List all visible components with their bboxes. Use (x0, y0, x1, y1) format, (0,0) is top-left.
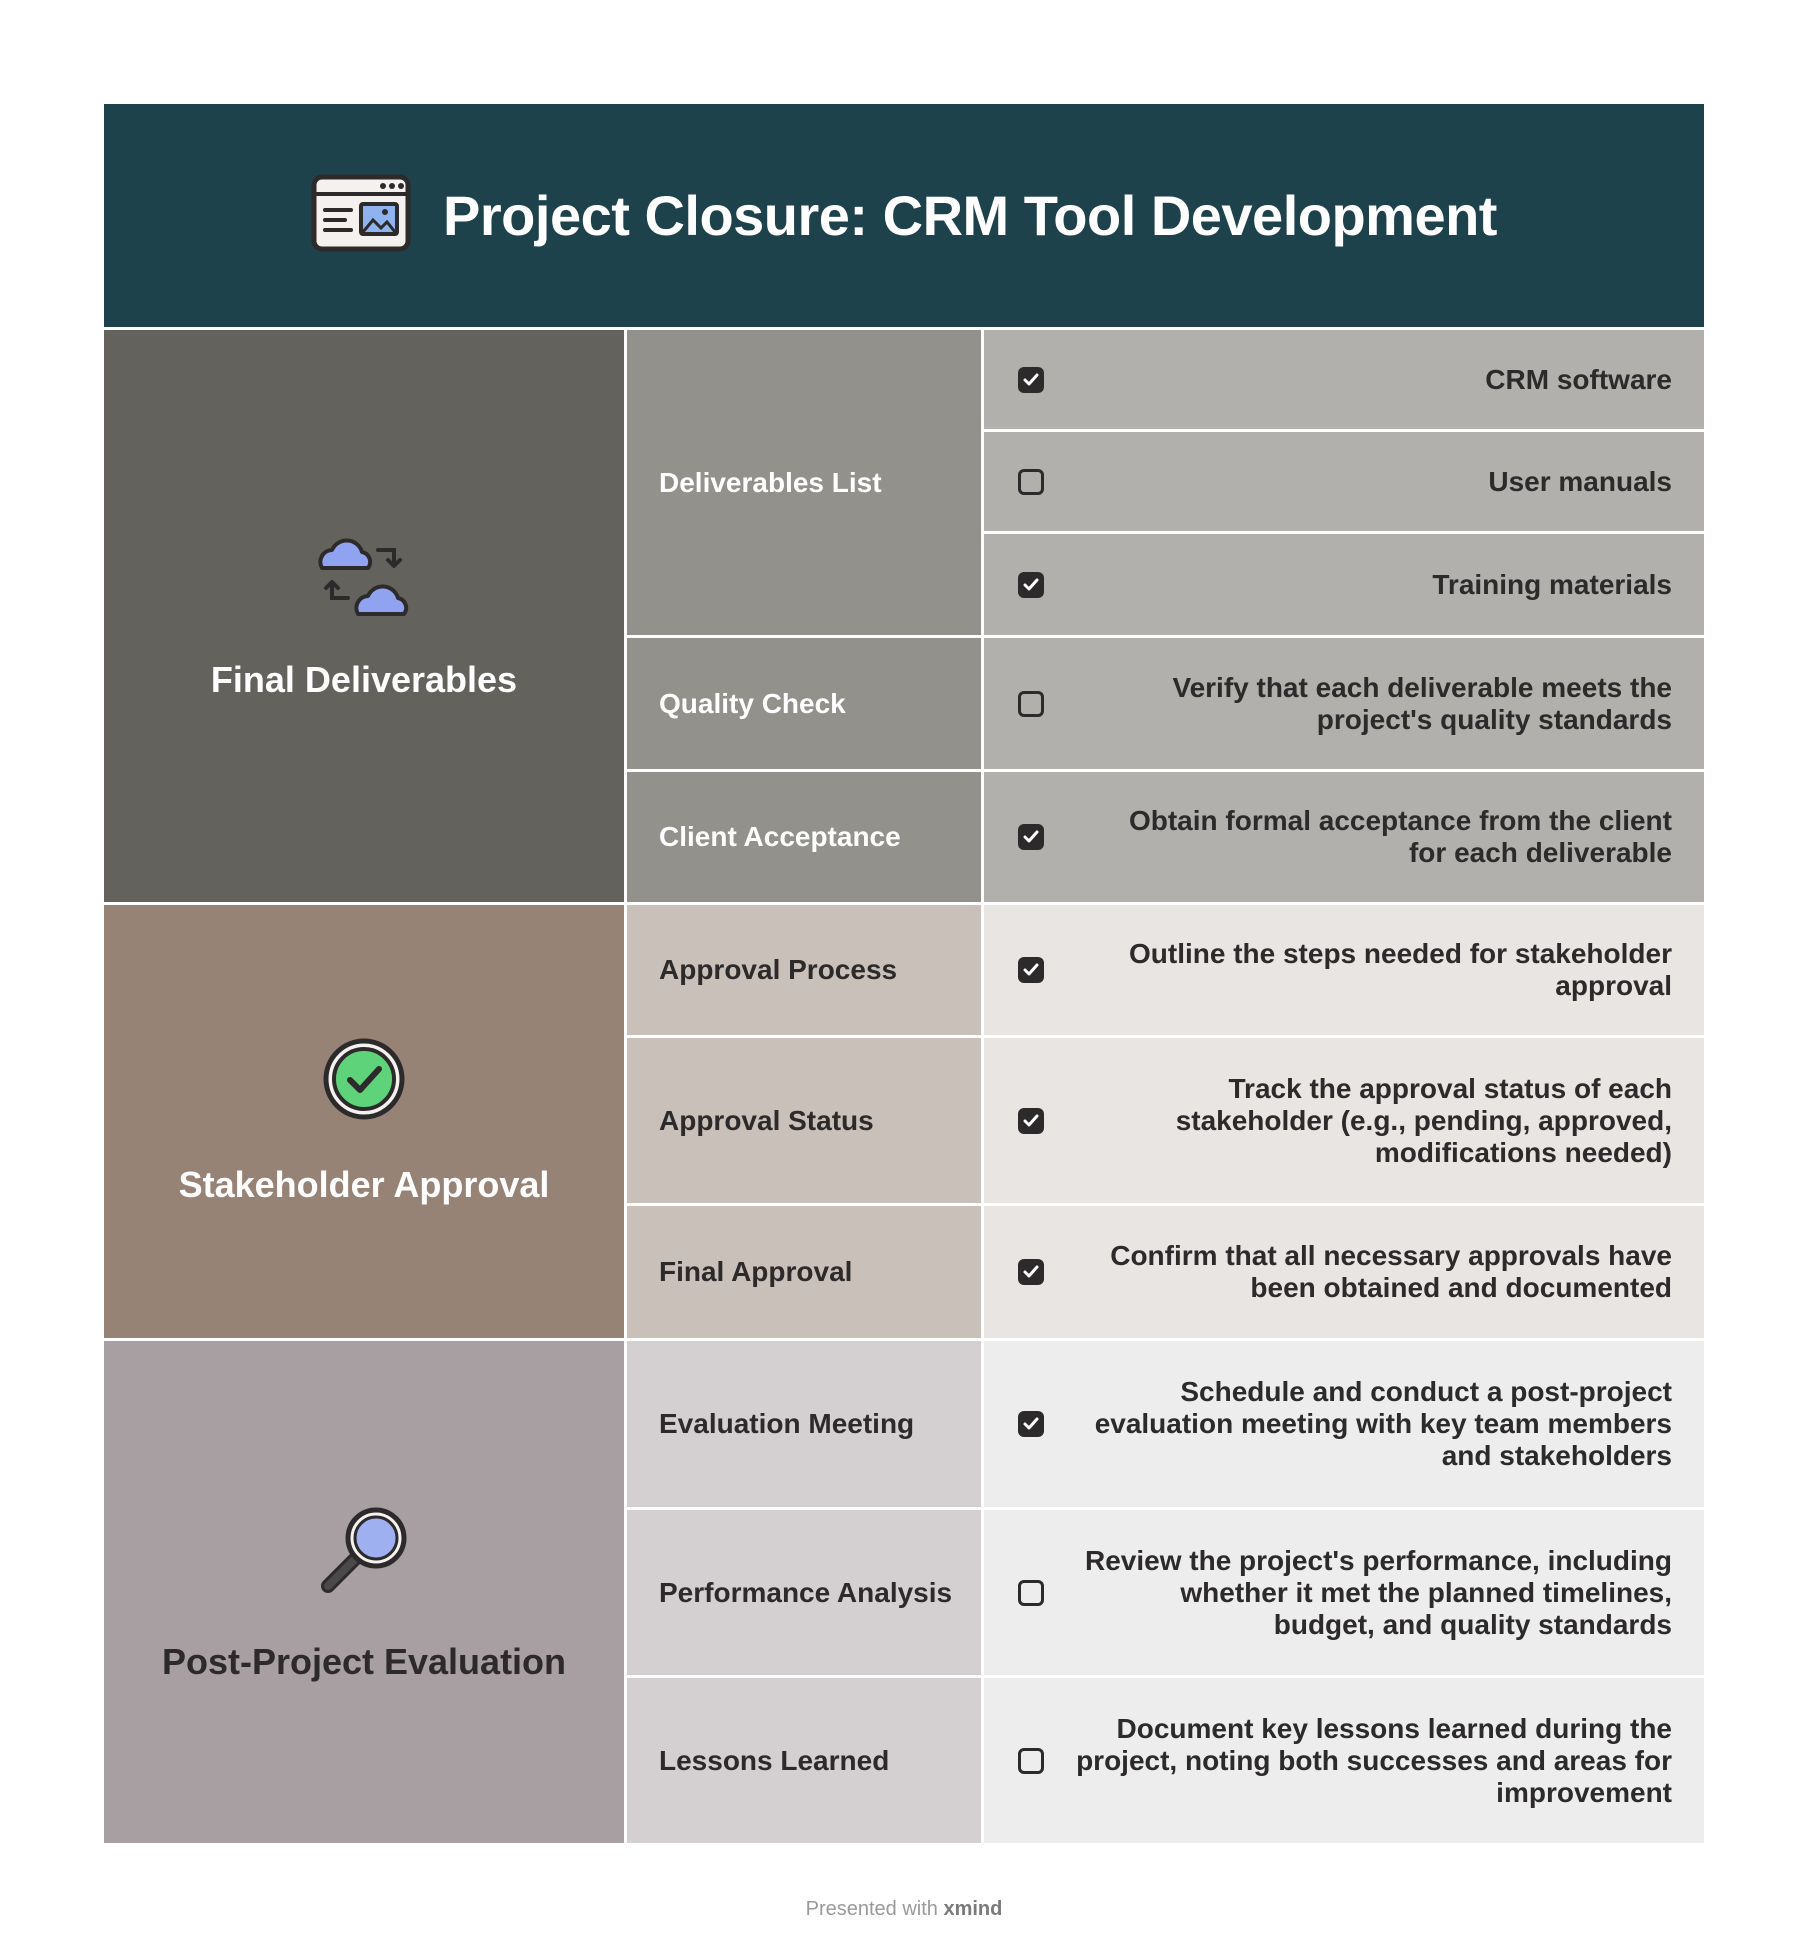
list-item: Outline the steps needed for stakeholder… (984, 905, 1704, 1035)
checkbox-checked[interactable] (1018, 366, 1044, 393)
header-banner: Project Closure: CRM Tool Development (104, 104, 1704, 327)
checkbox-checked[interactable] (1018, 824, 1044, 850)
list-item: User manuals (984, 432, 1704, 531)
browser-window-icon (311, 174, 411, 257)
item-text: Confirm that all necessary approvals hav… (1110, 1240, 1672, 1303)
subcategory-row: Approval Process Outline the steps neede… (627, 905, 1704, 1035)
footer-credit: Presented with xmind (0, 1898, 1808, 1921)
magnifier-icon (316, 1502, 412, 1607)
cloud-sync-icon (312, 532, 416, 625)
checkbox-checked[interactable] (1018, 1107, 1044, 1134)
project-closure-board: Project Closure: CRM Tool Development Fi… (104, 104, 1704, 1843)
subcategory-deliverables-list: Deliverables List (627, 330, 981, 635)
checkbox-checked[interactable] (1018, 571, 1044, 598)
category-stakeholder-approval: Stakeholder Approval (104, 905, 624, 1338)
subcategory-row: Approval Status Track the approval statu… (627, 1038, 1704, 1203)
subcategory-row: Final Approval Confirm that all necessar… (627, 1206, 1704, 1338)
list-item: Review the project's performance, includ… (984, 1510, 1704, 1675)
subcategory-evaluation-meeting: Evaluation Meeting (627, 1341, 981, 1507)
checkbox-checked[interactable] (1018, 1411, 1044, 1437)
list-item: Confirm that all necessary approvals hav… (984, 1206, 1704, 1338)
checkbox-checked[interactable] (1018, 957, 1044, 983)
list-item: Training materials (984, 534, 1704, 635)
subcategory-row: Evaluation Meeting Schedule and conduct … (627, 1341, 1704, 1507)
list-item: Schedule and conduct a post-project eval… (984, 1341, 1704, 1507)
subcategory-lessons-learned: Lessons Learned (627, 1678, 981, 1843)
list-item: Verify that each deliverable meets the p… (984, 638, 1704, 769)
item-text: Schedule and conduct a post-project eval… (1094, 1376, 1672, 1471)
subcategory-row: Performance Analysis Review the project'… (627, 1510, 1704, 1675)
subcategory-quality-check: Quality Check (627, 638, 981, 769)
item-text: Verify that each deliverable meets the p… (1172, 671, 1672, 735)
category-label: Stakeholder Approval (178, 1164, 550, 1205)
footer-prefix: Presented with (805, 1898, 938, 1920)
list-item: Track the approval status of each stakeh… (984, 1038, 1704, 1203)
checkbox-checked[interactable] (1018, 1259, 1044, 1285)
checkbox-unchecked[interactable] (1018, 1747, 1044, 1774)
category-post-project-evaluation: Post-Project Evaluation (104, 1341, 624, 1843)
item-text: Obtain formal acceptance from the client… (1128, 805, 1672, 868)
checkbox-unchecked[interactable] (1018, 690, 1044, 717)
subcategory-approval-status: Approval Status (627, 1038, 981, 1203)
section-post-project-evaluation: Post-Project Evaluation Evaluation Meeti… (104, 1341, 1704, 1843)
subcategory-row: Client Acceptance Obtain formal acceptan… (627, 772, 1704, 902)
category-label: Final Deliverables (210, 658, 518, 700)
subcategory-row: Quality Check Verify that each deliverab… (627, 638, 1704, 769)
item-text: User manuals (1488, 465, 1672, 497)
list-item: Document key lessons learned during the … (984, 1678, 1704, 1843)
page-title: Project Closure: CRM Tool Development (443, 184, 1497, 247)
subcategory-approval-process: Approval Process (627, 905, 981, 1035)
check-circle-icon (322, 1037, 406, 1130)
checkbox-unchecked[interactable] (1018, 1579, 1044, 1606)
item-text: CRM software (1485, 363, 1672, 395)
item-text: Track the approval status of each stakeh… (1175, 1072, 1672, 1168)
subcategory-row: Lessons Learned Document key lessons lea… (627, 1678, 1704, 1843)
footer-brand[interactable]: xmind (943, 1898, 1003, 1920)
subcategory-performance-analysis: Performance Analysis (627, 1510, 981, 1675)
list-item: CRM software (984, 330, 1704, 429)
section-final-deliverables: Final Deliverables Deliverables List CRM… (104, 330, 1704, 902)
subcategory-row: Deliverables List CRM software User manu… (627, 330, 1704, 635)
checkbox-unchecked[interactable] (1018, 468, 1044, 495)
list-item: Obtain formal acceptance from the client… (984, 772, 1704, 902)
item-text: Review the project's performance, includ… (1084, 1544, 1672, 1640)
item-text: Training materials (1432, 568, 1672, 600)
subcategory-client-acceptance: Client Acceptance (627, 772, 981, 902)
subcategory-final-approval: Final Approval (627, 1206, 981, 1338)
section-stakeholder-approval: Stakeholder Approval Approval Process Ou… (104, 905, 1704, 1338)
category-final-deliverables: Final Deliverables (104, 330, 624, 902)
item-text: Document key lessons learned during the … (1076, 1712, 1672, 1808)
category-label: Post-Project Evaluation (161, 1640, 567, 1682)
item-text: Outline the steps needed for stakeholder… (1128, 938, 1672, 1001)
